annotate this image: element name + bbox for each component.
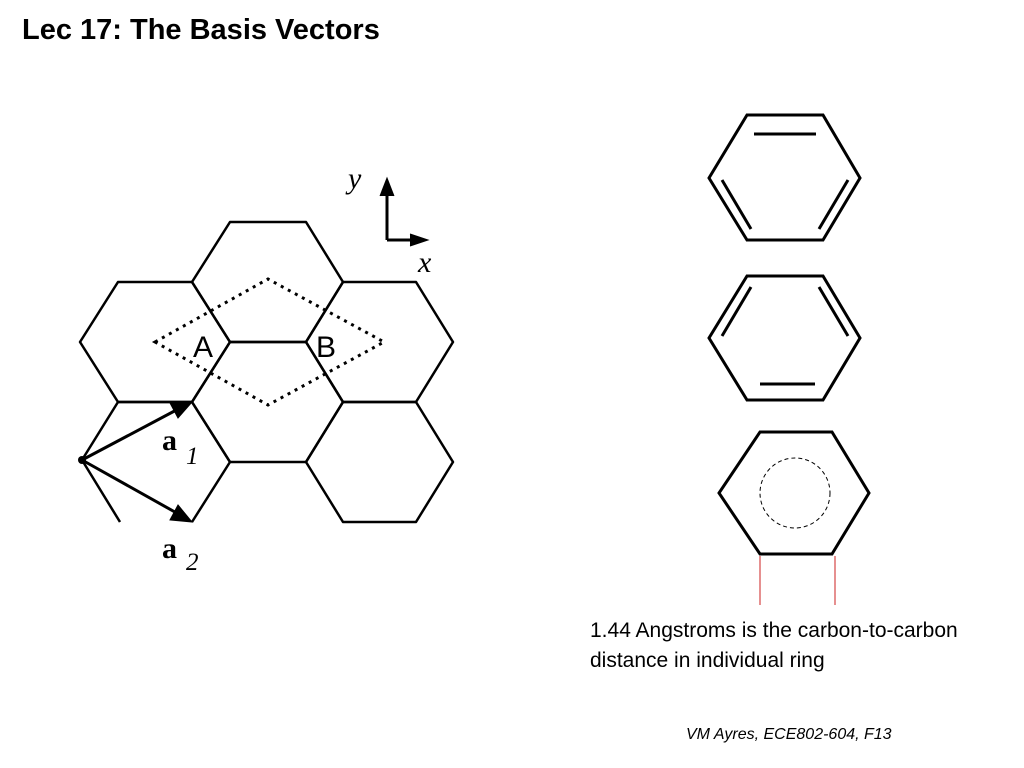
- vector-a1-label: a: [162, 424, 177, 457]
- basis-vector-a2-arrowhead: [169, 504, 194, 523]
- benzene-ring-2-hexagon: [707, 274, 862, 402]
- basis-vectors: [81, 401, 194, 523]
- slide-footer: VM Ayres, ECE802-604, F13: [686, 726, 892, 743]
- y-axis-label: y: [345, 162, 362, 195]
- bond-length-caption: 1.44 Angstroms is the carbon-to-carbon d…: [590, 619, 958, 672]
- hexagon-bottom-left-partial: [80, 400, 232, 523]
- benzene-ring-2-double-bond-right: [817, 286, 850, 337]
- benzene-ring-1-hexagon: [707, 113, 862, 242]
- benzene-ring-1-double-bond-right: [817, 179, 850, 230]
- hexagon-top-center: [190, 220, 345, 344]
- basis-vector-a1-arrow: [81, 405, 183, 462]
- honeycomb-lattice: [78, 220, 455, 524]
- basis-vector-a1-arrowhead: [169, 401, 194, 419]
- vector-a2-subscript: 2: [186, 549, 199, 576]
- benzene-ring-3-hexagon: [717, 430, 871, 556]
- benzene-ring-2-double-bond-left: [720, 286, 753, 337]
- benzene-ring-kekule-1: [707, 113, 862, 242]
- benzene-ring-delocalized: [717, 430, 871, 556]
- slide-title: Lec 17: The Basis Vectors: [22, 14, 380, 46]
- benzene-ring-1-double-bond-left: [720, 179, 753, 230]
- basis-vector-a2-arrow: [81, 458, 183, 518]
- site-a-label: A: [193, 331, 213, 364]
- basis-origin-point: [78, 456, 86, 464]
- benzene-ring-kekule-2: [707, 274, 862, 402]
- hexagon-lower-right: [304, 400, 455, 524]
- x-axis-arrowhead: [409, 233, 430, 247]
- y-axis-arrowhead: [379, 176, 395, 197]
- vector-a1-subscript: 1: [186, 443, 199, 470]
- vector-a2-label: a: [162, 532, 177, 565]
- site-b-label: B: [316, 331, 336, 364]
- x-axis-label: x: [417, 246, 432, 279]
- axis-indicator: [379, 176, 430, 247]
- delocalized-electron-circle: [759, 457, 831, 529]
